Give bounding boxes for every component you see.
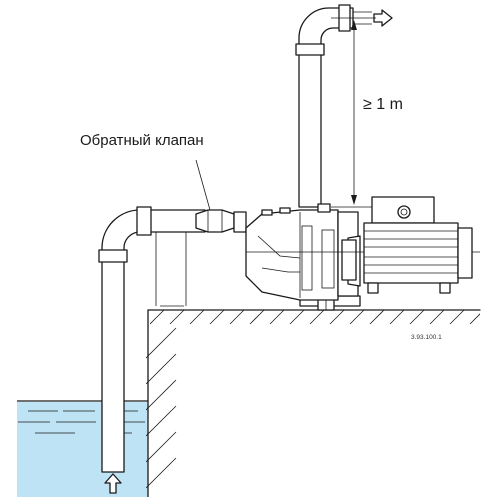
terminal-screw-icon [397, 205, 411, 219]
pump-unit [245, 203, 480, 311]
motor-body [363, 222, 459, 284]
min-height-label: ≥ 1 m [363, 96, 403, 113]
check-valve-label: Обратный клапан [80, 132, 204, 149]
check-valve [195, 159, 247, 233]
suction-pipe [98, 206, 206, 473]
motor [363, 196, 473, 294]
water-tank [17, 400, 148, 497]
outlet-arrow-icon [373, 9, 393, 27]
drawing-code: 3.93.100.1 [411, 334, 442, 341]
pump-housing [245, 209, 339, 301]
water-body [17, 402, 148, 497]
ground-wall [146, 309, 481, 497]
inlet-arrow-icon [104, 473, 122, 494]
valve-leader-line [195, 159, 211, 211]
height-dimension [331, 17, 376, 208]
